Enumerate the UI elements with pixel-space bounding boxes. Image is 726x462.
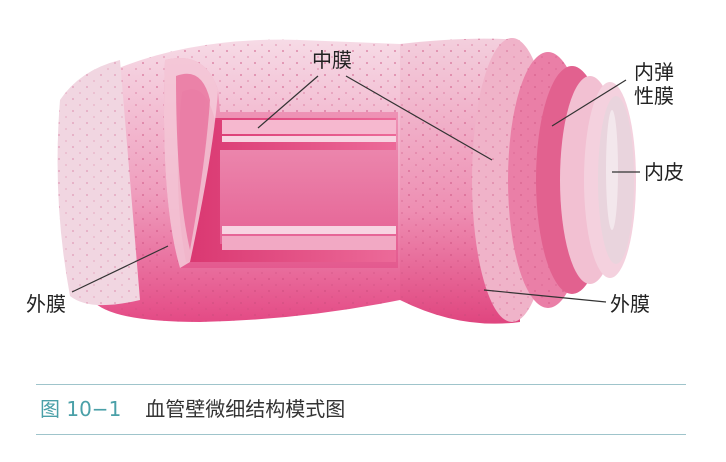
- right-vessel-segment: [400, 38, 636, 324]
- leader-line-media-left: [257, 75, 319, 129]
- caption-rule-bottom: [36, 434, 686, 435]
- leader-line-media-right: [345, 75, 493, 161]
- label-adventitia-right: 外膜: [610, 292, 650, 316]
- left-vessel-segment: [57, 39, 400, 323]
- label-intima: 内皮: [644, 160, 684, 184]
- leader-line-adventitia-left: [71, 245, 169, 293]
- figure-caption: 图 10−1 血管壁微细结构模式图: [40, 396, 345, 422]
- label-internal-elastic-line2: 性膜: [634, 84, 674, 108]
- caption-rule-top: [36, 384, 686, 385]
- figure-number: 图 10−1: [40, 397, 122, 421]
- figure-title: 血管壁微细结构模式图: [145, 397, 346, 421]
- leader-lines: [71, 75, 640, 303]
- label-internal-elastic-line1: 内弹: [634, 60, 674, 84]
- leader-line-internal-elastic: [551, 79, 627, 127]
- label-adventitia-left: 外膜: [26, 292, 66, 316]
- vessel-wall-illustration: [57, 38, 640, 324]
- leader-line-adventitia-right: [483, 289, 607, 303]
- label-media: 中膜: [312, 48, 352, 72]
